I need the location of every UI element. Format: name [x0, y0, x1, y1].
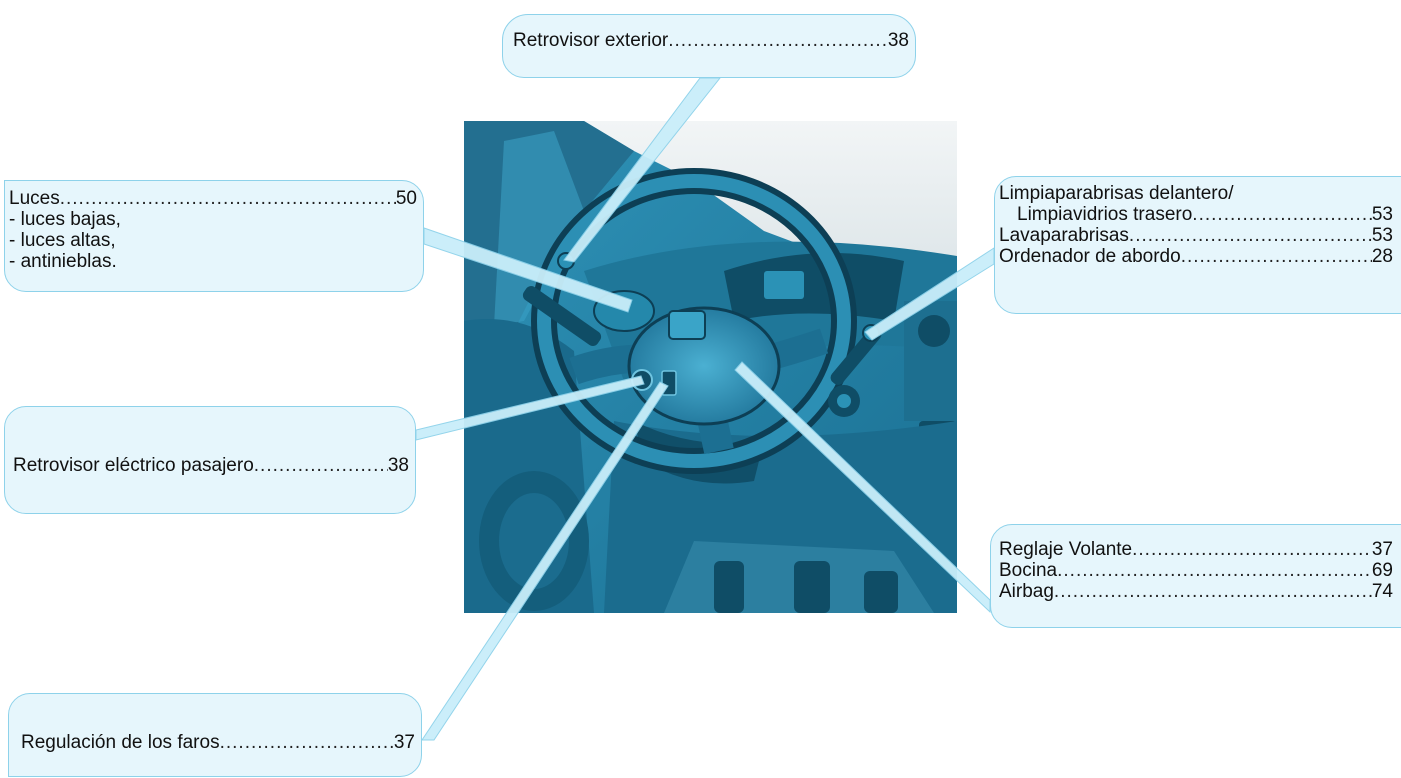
- entry-label: Retrovisor eléctrico pasajero: [13, 455, 254, 476]
- entry-regulacion-faros[interactable]: Regulación de los faros 37: [21, 732, 415, 753]
- leader-dots: [1192, 204, 1372, 225]
- entry-label: Airbag: [999, 581, 1054, 602]
- entry-reglaje-volante[interactable]: Reglaje Volante 37: [999, 539, 1393, 560]
- entry-label: Reglaje Volante: [999, 539, 1133, 560]
- entry-label: Regulación de los faros: [21, 732, 220, 753]
- luces-item-bajas: - luces bajas,: [9, 209, 121, 230]
- entry-ordenador-abordo[interactable]: Ordenador de abordo 28: [999, 246, 1393, 267]
- callout-volante: Reglaje Volante 37 Bocina 69 Airbag 74: [990, 524, 1401, 628]
- page-number: 74: [1371, 581, 1393, 602]
- luces-item-altas: - luces altas,: [9, 230, 116, 251]
- entry-label: Limpiavidrios trasero: [1017, 204, 1193, 225]
- entry-airbag[interactable]: Airbag 74: [999, 581, 1393, 602]
- callout-limpiaparabrisas: Limpiaparabrisas delantero/ Limpiavidrio…: [994, 176, 1401, 314]
- entry-label: Ordenador de abordo: [999, 246, 1181, 267]
- leader-dots: [668, 30, 888, 51]
- leader-dots: [1181, 246, 1372, 267]
- leader-dots: [1132, 539, 1372, 560]
- entry-label: Luces: [9, 188, 60, 209]
- entry-limpiavidrios-trasero[interactable]: Limpiavidrios trasero 53: [999, 204, 1393, 225]
- leader-dots: [1057, 560, 1372, 581]
- callout-regulacion-faros: Regulación de los faros 37: [8, 693, 422, 777]
- entry-luces[interactable]: Luces 50: [9, 188, 417, 209]
- page-number: 50: [395, 188, 417, 209]
- entry-retrovisor-pasajero[interactable]: Retrovisor eléctrico pasajero 38: [13, 455, 409, 476]
- page-number: 53: [1371, 225, 1393, 246]
- entry-label: Retrovisor exterior: [513, 30, 669, 51]
- page-number: 37: [1371, 539, 1393, 560]
- entry-bocina[interactable]: Bocina 69: [999, 560, 1393, 581]
- leader-dots: [1054, 581, 1372, 602]
- callout-luces: Luces 50 - luces bajas, - luces altas, -…: [4, 180, 424, 292]
- entry-lavaparabrisas[interactable]: Lavaparabrisas 53: [999, 225, 1393, 246]
- page-number: 53: [1371, 204, 1393, 225]
- page-number: 38: [887, 30, 909, 51]
- dashboard-illustration: [464, 121, 957, 613]
- leader-dots: [220, 732, 394, 753]
- page-number: 28: [1371, 246, 1393, 267]
- entry-label: Bocina: [999, 560, 1058, 581]
- callout-retrovisor-exterior: Retrovisor exterior 38: [502, 14, 916, 78]
- entry-retrovisor-exterior[interactable]: Retrovisor exterior 38: [513, 30, 909, 51]
- page-number: 37: [393, 732, 415, 753]
- luces-item-antinieblas: - antinieblas.: [9, 251, 117, 272]
- callout-retrovisor-pasajero: Retrovisor eléctrico pasajero 38: [4, 406, 416, 514]
- page-number: 38: [387, 455, 409, 476]
- leader-dots: [60, 188, 396, 209]
- limpia-heading: Limpiaparabrisas delantero/: [999, 183, 1234, 204]
- page-number: 69: [1371, 560, 1393, 581]
- entry-label: Lavaparabrisas: [999, 225, 1129, 246]
- leader-dots: [1129, 225, 1372, 246]
- leader-dots: [254, 455, 388, 476]
